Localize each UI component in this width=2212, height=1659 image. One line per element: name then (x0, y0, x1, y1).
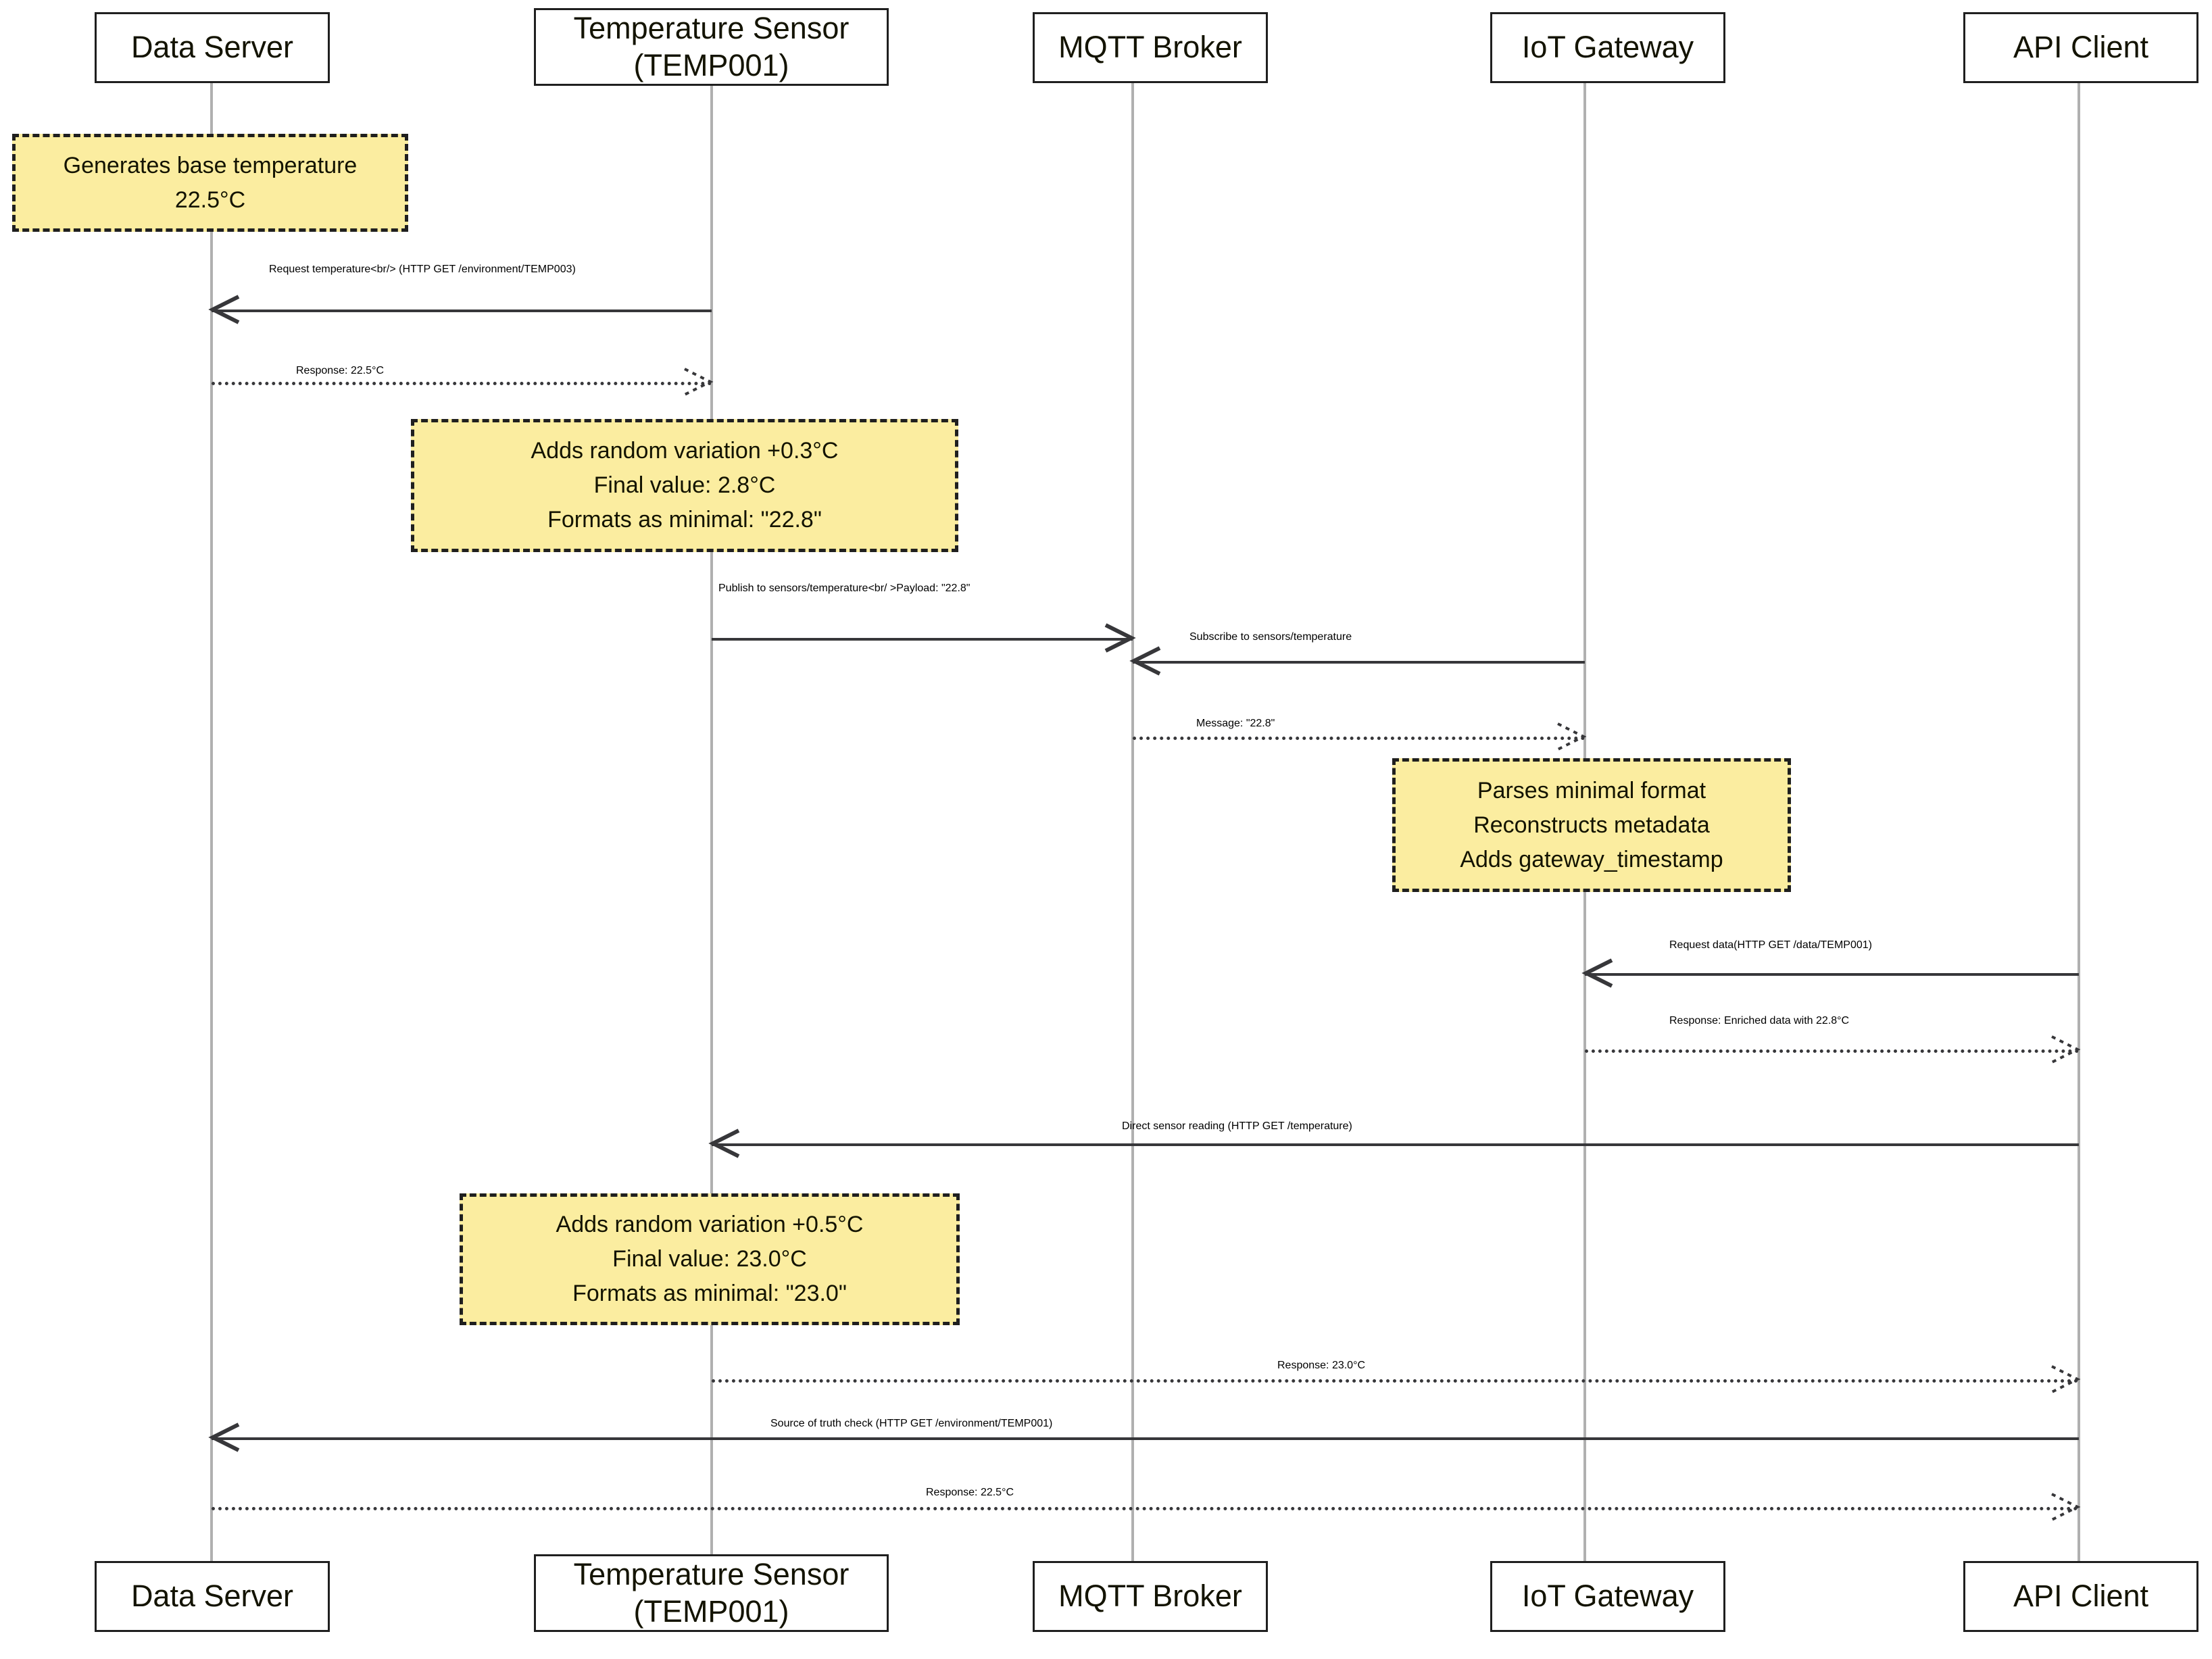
actor-footer-mqtt-broker: MQTT Broker (1033, 1561, 1268, 1632)
actor-label: Data Server (130, 1579, 294, 1614)
message-label: Response: 22.5°C (926, 1487, 1014, 1498)
note-text: Parses minimal format Reconstructs metad… (1460, 777, 1723, 872)
message-label: Direct sensor reading (HTTP GET /tempera… (1122, 1120, 1352, 1132)
lifeline-api-client (2078, 83, 2080, 1561)
message-line (712, 1143, 2079, 1146)
actor-label: MQTT Broker (1058, 30, 1242, 65)
message-line (212, 1507, 2079, 1510)
actor-label: API Client (2013, 1579, 2149, 1614)
message-label: Response: 22.5°C (296, 365, 385, 376)
lifeline-mqtt-broker (1131, 83, 1134, 1561)
actor-footer-data-server: Data Server (95, 1561, 330, 1632)
actor-label: IoT Gateway (1521, 1579, 1694, 1614)
note-variation-2: Adds random variation +0.5°C Final value… (460, 1193, 960, 1325)
actor-header-temp-sensor: Temperature Sensor (TEMP001) (534, 8, 889, 86)
message-label: Source of truth check (HTTP GET /environ… (770, 1418, 1053, 1429)
actor-label: MQTT Broker (1058, 1579, 1242, 1614)
actor-header-mqtt-broker: MQTT Broker (1033, 12, 1268, 83)
note-gateway-parse: Parses minimal format Reconstructs metad… (1392, 758, 1791, 892)
note-base-temp: Generates base temperature 22.5°C (12, 134, 408, 232)
message-label: Response: Enriched data with 22.8°C (1669, 1015, 1850, 1026)
message-line (212, 1437, 2079, 1440)
message-label: Request data(HTTP GET /data/TEMP001) (1669, 939, 1872, 951)
message-label: Publish to sensors/temperature<br/ >Payl… (718, 583, 970, 594)
actor-header-data-server: Data Server (95, 12, 330, 83)
message-line (1585, 1049, 2079, 1053)
actor-label: API Client (2013, 30, 2149, 65)
note-text: Adds random variation +0.3°C Final value… (531, 438, 839, 533)
actor-label: Temperature Sensor (TEMP001) (573, 10, 850, 82)
message-line (712, 1379, 2079, 1383)
message-line (1133, 737, 1585, 740)
actor-footer-api-client: API Client (1963, 1561, 2198, 1632)
message-line (712, 638, 1133, 641)
note-variation-1: Adds random variation +0.3°C Final value… (411, 419, 958, 552)
actor-header-iot-gateway: IoT Gateway (1490, 12, 1725, 83)
message-line (1585, 973, 2079, 976)
message-label: Message: "22.8" (1196, 718, 1275, 729)
message-label: Request temperature<br/> (HTTP GET /envi… (269, 264, 576, 275)
actor-footer-temp-sensor: Temperature Sensor (TEMP001) (534, 1554, 889, 1632)
note-text: Generates base temperature 22.5°C (63, 152, 358, 213)
lifeline-temp-sensor (710, 86, 713, 1554)
actor-label: Data Server (130, 30, 294, 65)
actor-label: IoT Gateway (1521, 30, 1694, 65)
message-label: Subscribe to sensors/temperature (1189, 631, 1352, 643)
message-label: Response: 23.0°C (1277, 1360, 1366, 1371)
actor-header-api-client: API Client (1963, 12, 2198, 83)
actor-label: Temperature Sensor (TEMP001) (573, 1556, 850, 1629)
lifeline-data-server (210, 83, 213, 1561)
message-line (212, 309, 712, 312)
message-line (212, 382, 712, 385)
note-text: Adds random variation +0.5°C Final value… (556, 1212, 864, 1306)
message-line (1133, 661, 1585, 664)
actor-footer-iot-gateway: IoT Gateway (1490, 1561, 1725, 1632)
